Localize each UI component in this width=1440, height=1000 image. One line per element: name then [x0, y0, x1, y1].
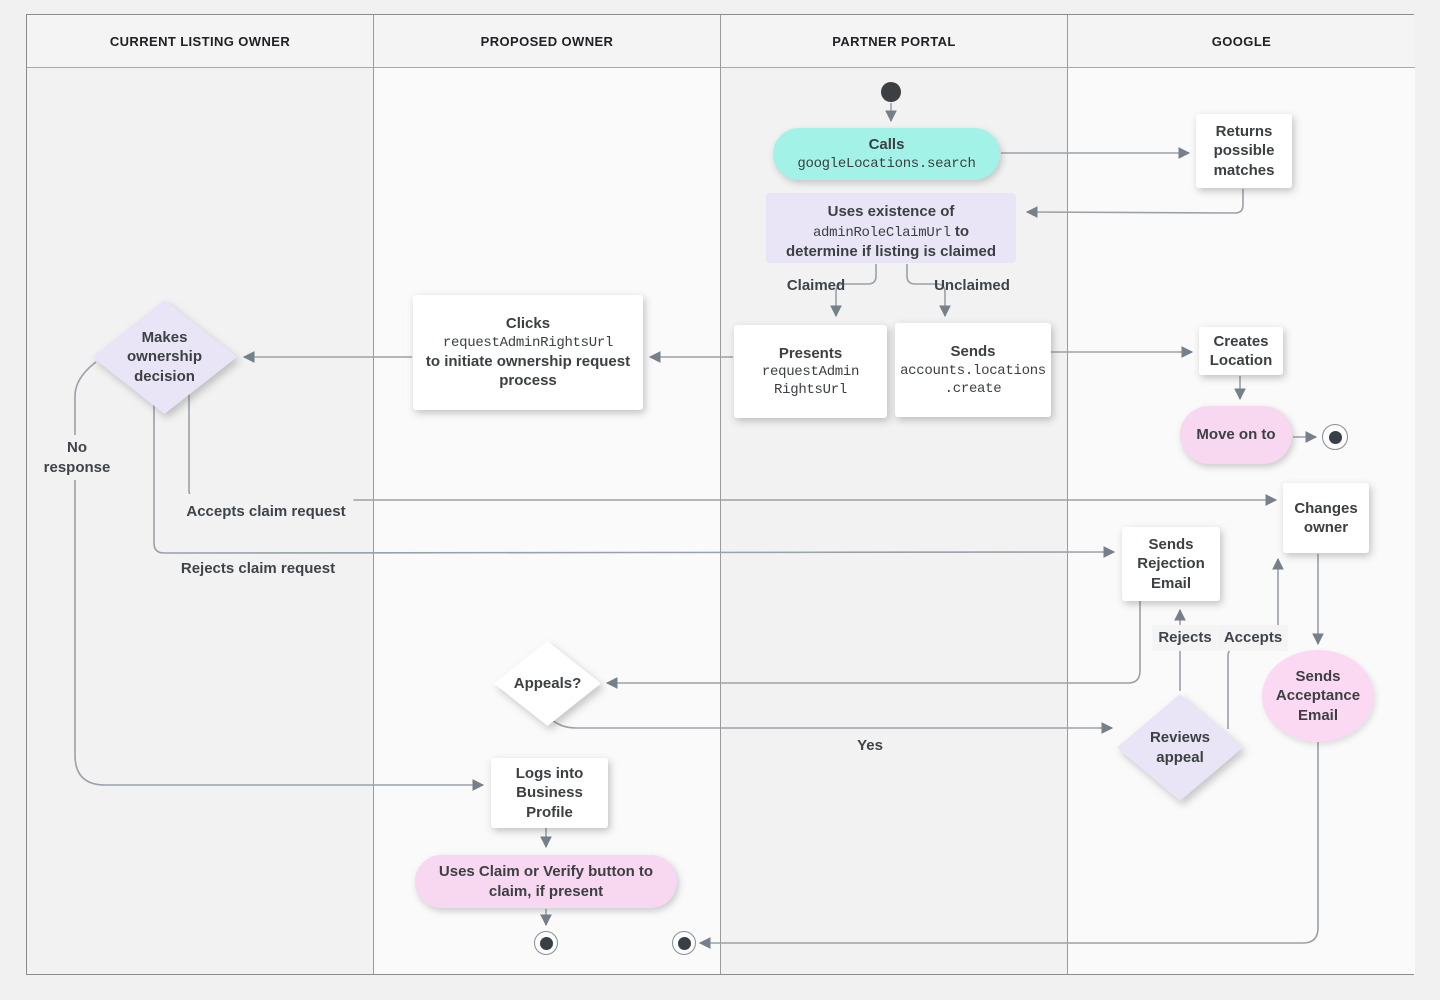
node-code-line2: RightsUrl	[774, 382, 847, 399]
node-title: Calls	[868, 136, 905, 154]
node-code-line1: accounts.locations	[900, 362, 1046, 379]
node-text-top: Uses existence of	[827, 203, 955, 220]
end-node-dot	[677, 936, 691, 950]
node-label: Creates Location	[1209, 332, 1273, 370]
edge-label-unclaimed: Unclaimed	[934, 277, 1010, 294]
edge-label-rejects-claim-request: Rejects claim request	[174, 556, 342, 582]
node-code: adminRoleClaimUrl	[812, 224, 951, 241]
node-code: requestAdminRightsUrl	[442, 334, 614, 351]
node-sends-rejection-email: Sends Rejection Email	[1122, 527, 1220, 601]
lane-title-current-listing-owner: CURRENT LISTING OWNER	[27, 15, 373, 68]
lane-title-partner-portal: PARTNER PORTAL	[721, 15, 1067, 68]
node-uses-claim-or-verify-button: Uses Claim or Verify button to claim, if…	[415, 855, 677, 908]
end-node-partner-portal	[672, 931, 696, 955]
end-node-proposed-owner	[534, 931, 558, 955]
edge-label-accepts-claim-request: Accepts claim request	[178, 494, 354, 530]
edge-label-accepts: Accepts	[1217, 625, 1289, 651]
node-title: Presents	[778, 344, 843, 362]
node-label: Sends Rejection Email	[1137, 535, 1205, 592]
node-move-on-to: Move on to	[1180, 406, 1292, 464]
node-changes-owner: Changes owner	[1283, 483, 1369, 553]
end-node-google	[1322, 424, 1348, 450]
node-label: Uses Claim or Verify button to claim, if…	[438, 863, 654, 900]
diamond-shape: Reviews appeal	[1117, 694, 1243, 801]
start-node	[881, 82, 901, 102]
decision-makes-ownership-decision: Makes ownership decision	[92, 300, 237, 414]
node-label: Appeals?	[513, 674, 582, 692]
node-calls-googlelocations-search: Calls googleLocations.search	[773, 128, 1000, 180]
node-text-bottom: determine if listing is claimed	[785, 242, 997, 260]
lane-title-google: GOOGLE	[1068, 15, 1415, 68]
node-text-mid: to	[954, 222, 970, 240]
node-creates-location: Creates Location	[1199, 327, 1283, 375]
node-sends-accounts-locations-create: Sends accounts.locations .create	[895, 323, 1051, 417]
node-uses-existence-adminroleclaimurl: Uses existence of adminRoleClaimUrl to d…	[766, 193, 1016, 263]
node-title: Sends	[950, 343, 996, 361]
node-code: googleLocations.search	[797, 155, 976, 172]
diamond-shape: Makes ownership decision	[92, 300, 237, 414]
edge-label-claimed: Claimed	[786, 277, 846, 294]
decision-reviews-appeal: Reviews appeal	[1117, 694, 1243, 801]
node-clicks-requestadminrightsurl: Clicks requestAdminRightsUrl to initiate…	[413, 295, 643, 410]
node-label: Sends Acceptance Email	[1275, 667, 1361, 724]
diamond-shape: Appeals?	[494, 641, 601, 726]
node-label: Makes ownership decision	[126, 328, 202, 385]
node-presents-requestadminrightsurl: Presents requestAdmin RightsUrl	[734, 325, 887, 418]
end-node-dot	[1328, 430, 1342, 444]
node-returns-possible-matches: Returns possible matches	[1196, 114, 1292, 188]
lane-proposed-owner: PROPOSED OWNER	[374, 15, 721, 974]
node-label: Returns possible matches	[1213, 122, 1275, 179]
lane-title-proposed-owner: PROPOSED OWNER	[374, 15, 720, 68]
edge-label-yes: Yes	[851, 733, 889, 759]
node-label: Changes owner	[1294, 499, 1358, 537]
node-sends-acceptance-email: Sends Acceptance Email	[1262, 650, 1374, 742]
end-node-dot	[539, 936, 553, 950]
edge-label-no-response: No response	[31, 435, 123, 480]
node-code-line2: .create	[944, 380, 1002, 397]
node-code-line1: requestAdmin	[761, 364, 860, 381]
node-logs-into-business-profile: Logs into Business Profile	[491, 758, 608, 828]
node-text: to initiate ownership request process	[425, 352, 631, 390]
node-label: Move on to	[1196, 426, 1276, 444]
decision-appeals: Appeals?	[494, 641, 601, 726]
node-label: Logs into Business Profile	[515, 764, 584, 821]
node-label: Reviews appeal	[1149, 729, 1211, 766]
edge-label-rejects: Rejects	[1152, 625, 1218, 651]
node-title: Clicks	[505, 315, 551, 333]
